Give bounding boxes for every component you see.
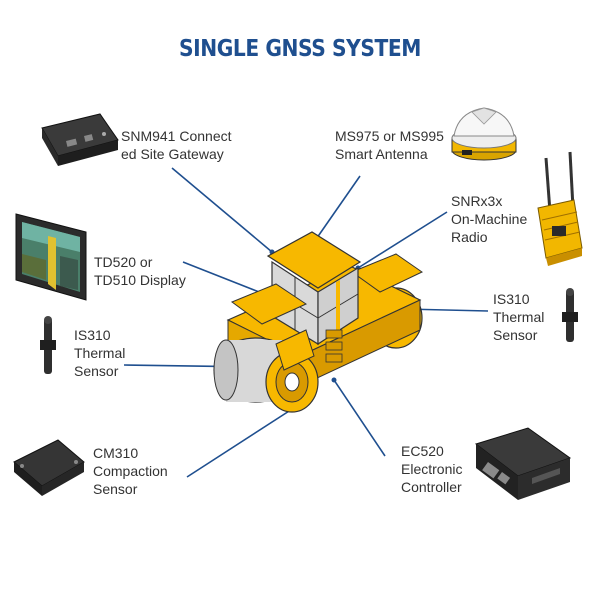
roller-icon (213, 231, 423, 413)
display-icon (15, 213, 87, 301)
leader-line-snm941 (171, 167, 273, 253)
leader-line-ec520 (333, 379, 386, 457)
label-snm941-gateway: SNM941 Connect ed Site Gateway (121, 128, 232, 162)
compaction-sensor-icon (13, 439, 85, 496)
label-ms975-antenna: MS975 or MS995 Smart Antenna (335, 128, 444, 162)
thermal-sensor-icon (562, 288, 578, 342)
label-cm310: CM310 Compaction Sensor (93, 445, 168, 497)
gateway-icon (41, 113, 119, 166)
diagram-title: SINGLE GNSS SYSTEM (179, 36, 421, 62)
controller-icon (474, 427, 572, 500)
label-td520-display: TD520 or TD510 Display (94, 254, 186, 288)
label-ec520: EC520 Electronic Controller (401, 443, 463, 495)
label-is310-right: IS310 Thermal Sensor (493, 291, 545, 343)
radio-icon (537, 151, 583, 266)
thermal-sensor-icon (40, 316, 56, 374)
label-is310-left: IS310 Thermal Sensor (74, 327, 126, 379)
leader-line-ms975 (311, 175, 361, 246)
leader-line-cm310 (186, 403, 301, 478)
leader-line-snrx3x (357, 211, 448, 269)
label-snrx3x-radio: SNRx3x On-Machine Radio (451, 193, 528, 245)
antenna-icon (451, 107, 517, 161)
